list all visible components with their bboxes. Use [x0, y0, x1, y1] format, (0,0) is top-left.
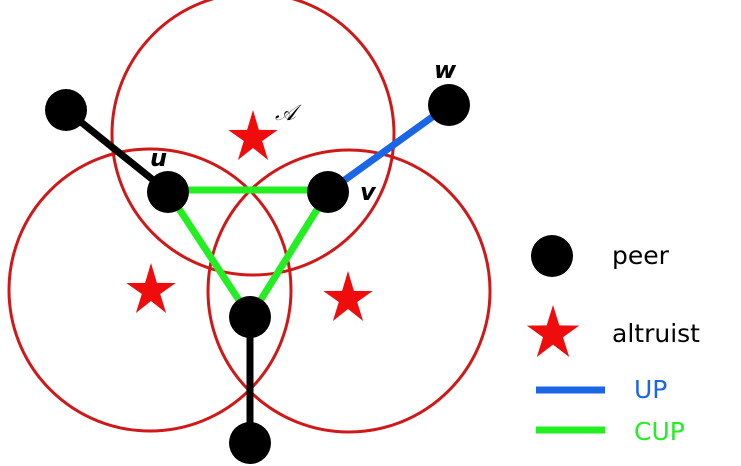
peer-node-v — [307, 171, 349, 213]
label-u: u — [150, 144, 167, 172]
peer-node-bottom — [229, 422, 271, 464]
legend-up-label: UP — [634, 375, 667, 404]
altruist-star-left — [126, 263, 176, 313]
label-w: w — [434, 56, 457, 84]
edge-up-v-w — [325, 102, 452, 195]
edge-cup-v-bottom — [247, 190, 331, 319]
legend-peer-icon — [531, 235, 573, 277]
edge-cup-u-bottom — [165, 190, 253, 319]
label-altruist-set: 𝒜 — [275, 101, 302, 126]
label-v: v — [360, 178, 377, 206]
peer-node-bottom-center — [229, 296, 271, 338]
legend-peer-label: peer — [612, 241, 670, 270]
altruist-star-top — [228, 110, 278, 160]
coverage-circle-left — [7, 147, 293, 433]
coverage-circle-top — [110, 0, 396, 277]
peer-node-u — [147, 171, 189, 213]
coverage-circle-right — [206, 148, 492, 434]
legend-cup-label: CUP — [634, 417, 685, 446]
altruist-star-right — [323, 271, 373, 321]
legend-altruist-label: altruist — [612, 319, 700, 348]
edge-plain-top-left — [63, 107, 171, 195]
peer-node-w — [428, 84, 470, 126]
legend-altruist-icon — [526, 305, 580, 357]
peer-node-top-left — [45, 89, 87, 131]
